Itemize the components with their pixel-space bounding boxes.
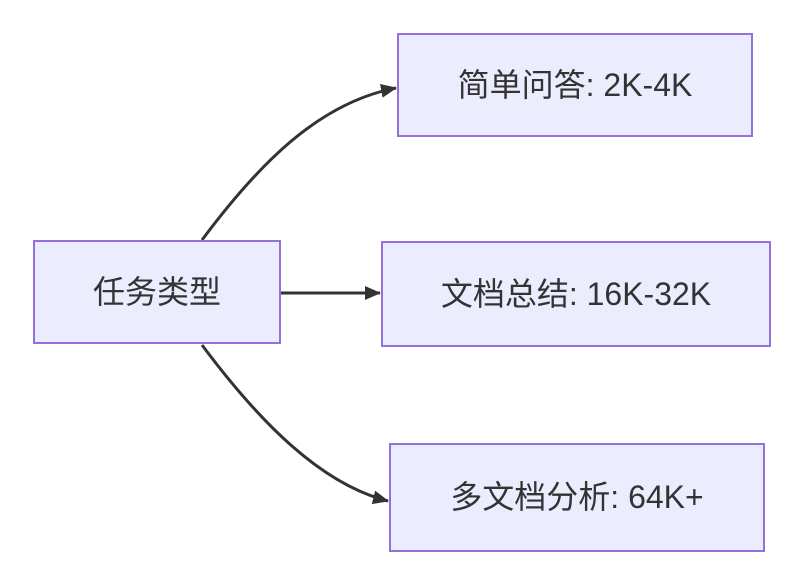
- edge-task-type-to-simple-qa: [200, 83, 397, 241]
- node-doc-summary: 文档总结: 16K-32K: [381, 241, 771, 347]
- node-multi-doc-label: 多文档分析: 64K+: [450, 479, 704, 516]
- node-task-type: 任务类型: [33, 240, 281, 344]
- node-simple-qa-label: 简单问答: 2K-4K: [457, 66, 693, 103]
- edge-task-type-to-multi-doc: [200, 344, 389, 505]
- node-task-type-label: 任务类型: [92, 273, 221, 310]
- node-doc-summary-label: 文档总结: 16K-32K: [440, 275, 712, 312]
- node-simple-qa: 简单问答: 2K-4K: [397, 33, 753, 137]
- node-multi-doc: 多文档分析: 64K+: [389, 443, 765, 552]
